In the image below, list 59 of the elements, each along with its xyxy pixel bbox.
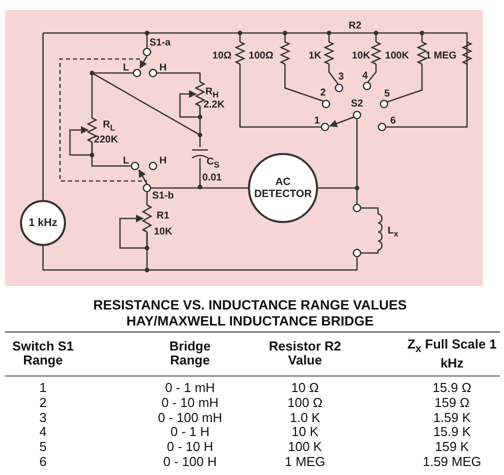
component-label: 1 <box>314 116 320 126</box>
table-cell: 0 - 1 mH <box>165 380 215 396</box>
component-label: C$_{S}$ <box>206 156 220 170</box>
table-cell: 15.9 Ω <box>432 380 472 396</box>
component-label: 3 <box>338 72 344 82</box>
table-cell: 1 MEG <box>284 454 326 470</box>
table-cell: 4 <box>39 425 47 440</box>
component-label: L$_{x}$ <box>388 225 398 239</box>
column-header: Z$_{x}$ Full Scale 1 kHz <box>406 338 498 370</box>
component-label: 2 <box>320 88 326 98</box>
component-label: R2 <box>348 20 362 32</box>
component-label: H <box>159 62 167 74</box>
component-label: 6 <box>390 116 396 126</box>
component-label: R1 <box>156 210 170 222</box>
component-label: H <box>159 156 167 166</box>
column-header: Resistor R2 Value <box>268 340 342 368</box>
column-header: Switch S1 Range <box>11 340 75 368</box>
table-cell: 1.59 K <box>433 410 471 425</box>
table-cell: 0 - 100 mH <box>158 410 222 425</box>
component-label: 10Ω <box>212 50 232 62</box>
component-label: R$_{L}$ <box>102 119 116 133</box>
component-label: 4 <box>362 70 368 82</box>
table-cell: 1.59 MEG <box>422 454 482 470</box>
component-label: L <box>122 62 130 74</box>
component-label: 100K <box>385 50 409 62</box>
component-label: 1 MEG <box>425 50 457 62</box>
table-cell: 100 Ω <box>287 396 323 410</box>
table-cell: 0 - 10 mH <box>161 396 219 410</box>
component-label: S1-b <box>152 190 174 202</box>
component-label: 10K <box>352 50 370 62</box>
table-cell: 159 Ω <box>434 396 470 410</box>
component-label: 0.01 <box>202 172 222 184</box>
component-label: L <box>122 156 130 166</box>
table-cell: 0 - 100 H <box>163 454 217 470</box>
table-cell: 159 K <box>435 440 469 454</box>
component-label: 100Ω <box>248 50 274 62</box>
table-cell: 10 Ω <box>291 380 319 396</box>
table-cell: 15.9 K <box>433 425 471 440</box>
table-cell: 0 - 10 H <box>166 440 214 454</box>
component-label: R$_{H}$ <box>205 86 219 100</box>
component-label: 1K <box>308 50 322 62</box>
table-cell: 2 <box>39 396 47 410</box>
component-label: 2.2K <box>203 100 225 110</box>
table-cell: 1 <box>39 380 47 396</box>
table-cell: 6 <box>39 454 47 470</box>
table-cell: 100 K <box>288 440 322 454</box>
component-label: 10K <box>154 226 172 238</box>
table-title: HAY/MAXWELL INDUCTANCE BRIDGE <box>126 314 374 330</box>
column-header: Bridge Range <box>168 340 212 368</box>
table-cell: 3 <box>39 410 47 425</box>
table-cell: 5 <box>39 440 47 454</box>
component-label: S2 <box>350 98 364 110</box>
component-label: S1-a <box>149 38 171 48</box>
component-label: 5 <box>384 88 390 100</box>
component-label: 220K <box>94 134 118 146</box>
table-cell: 10 K <box>292 425 318 440</box>
table-title: RESISTANCE VS. INDUCTANCE RANGE VALUES <box>93 298 407 314</box>
table-cell: 1.0 K <box>290 410 320 425</box>
table-cell: 0 - 1 H <box>170 425 210 440</box>
